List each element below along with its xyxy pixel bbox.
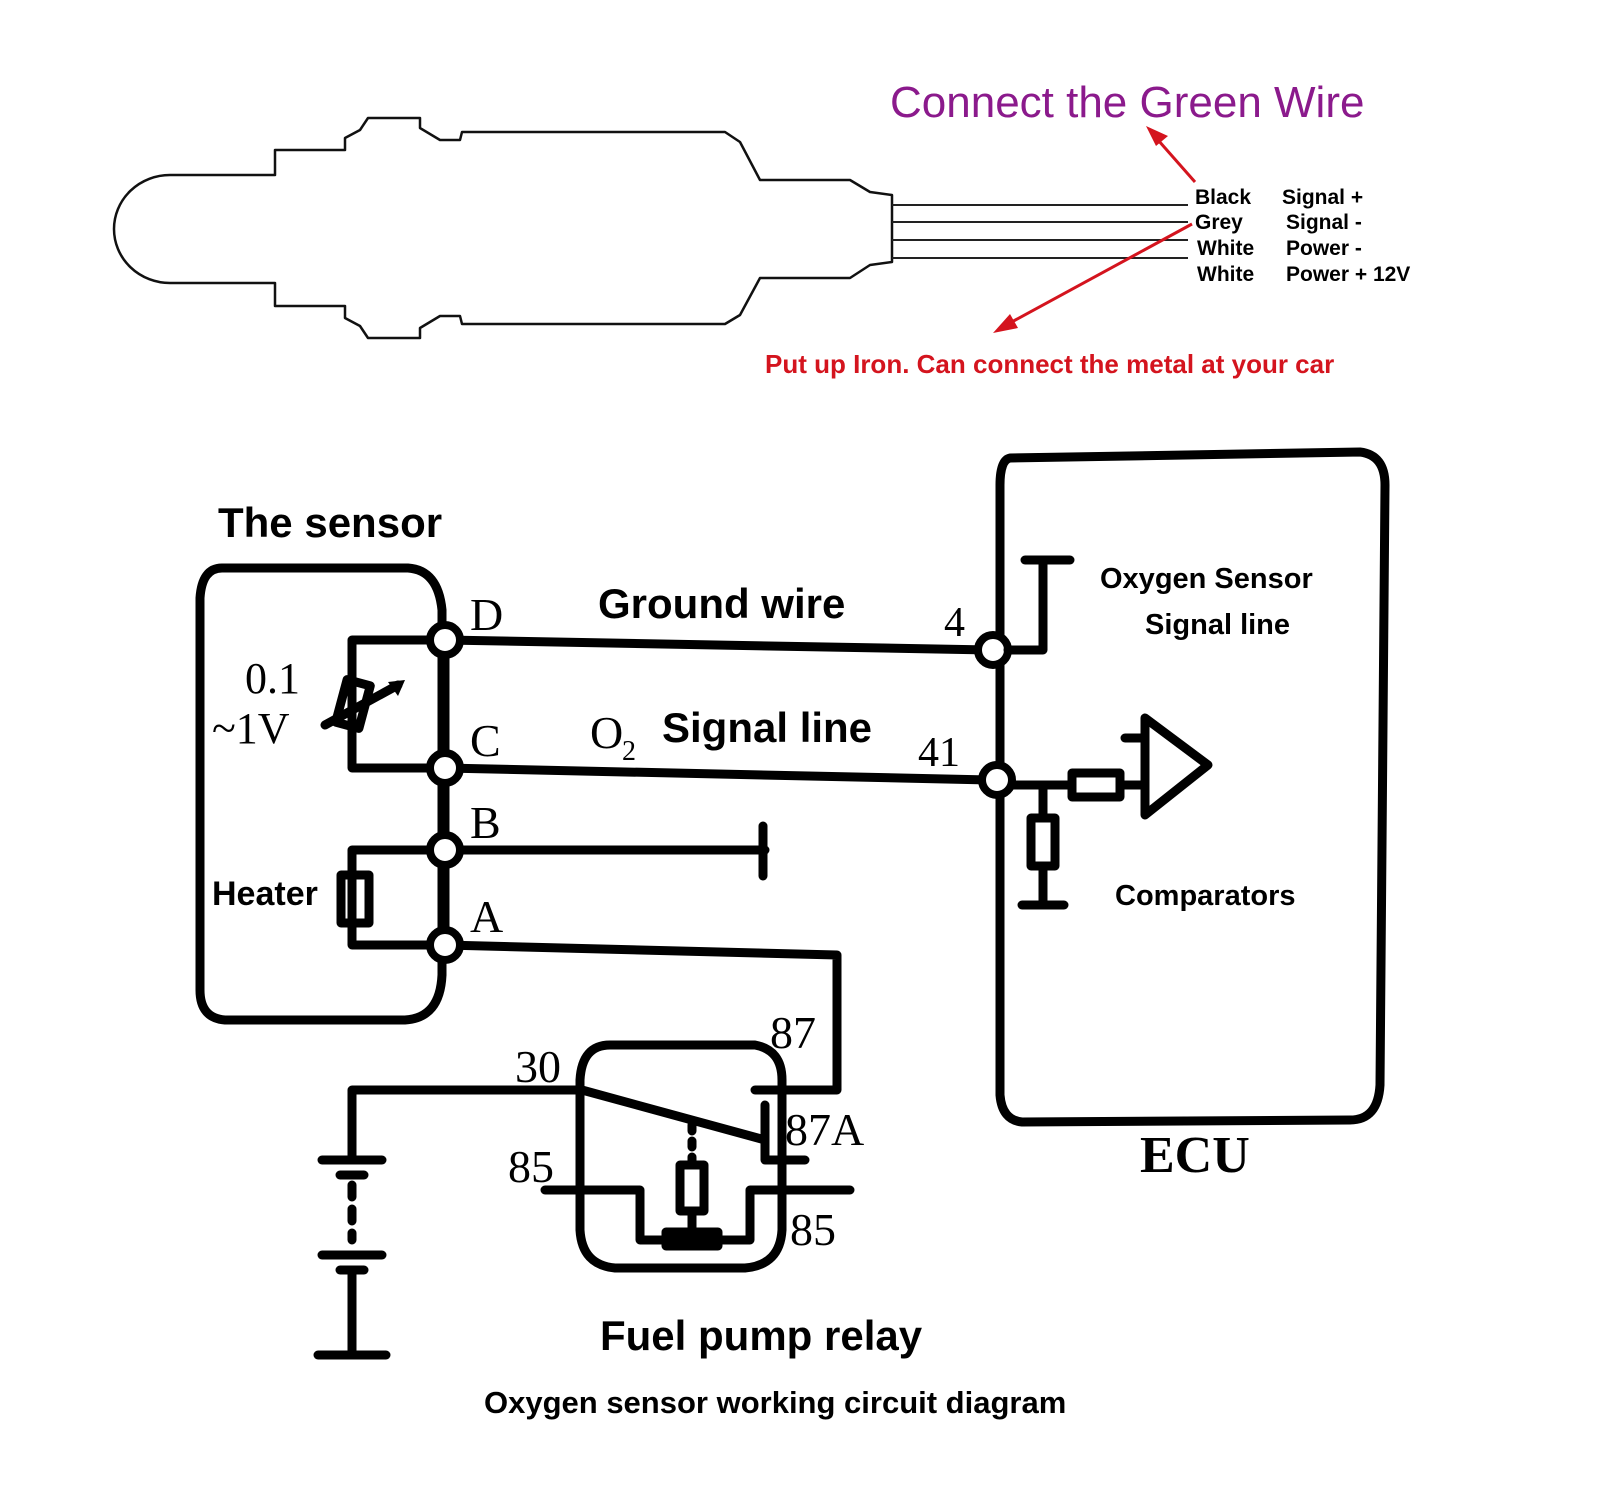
pin-b-label: B [470,797,501,848]
voltage-top-label: 0.1 [245,654,300,703]
ecu-signal-line-2: Signal line [1145,609,1290,641]
relay-box [575,1040,787,1273]
wire-color-white-1: White [1197,237,1254,260]
diagram-caption: Oxygen sensor working circuit diagram [484,1385,1066,1420]
relay-pin-30: 30 [515,1041,561,1092]
ecu-signal-line-1: Oxygen Sensor [1100,563,1313,595]
voltage-bottom-label: ~1V [212,704,290,753]
relay-pin-87: 87 [770,1007,816,1058]
pin-c-node [426,749,464,787]
arrow-head-up-icon [1146,126,1168,146]
ecu-pulldown-resistor [1026,813,1060,871]
ecu-box [995,447,1390,1127]
pin-a-node [426,926,464,964]
sensor-box [195,563,447,1025]
pin-c-label: C [470,715,501,766]
ecu-internal-ground [1003,555,1048,655]
heater-label: Heater [212,875,318,913]
relay-30-wire [347,1085,585,1165]
wire-function-signal-plus: Signal + [1282,186,1363,209]
red-arrows [993,126,1197,333]
battery-icon [313,1155,391,1360]
ground-wire [440,635,995,655]
relay-pin-85-right: 85 [790,1204,836,1255]
relay-pin-87a: 87A [785,1104,864,1155]
pin-a-label: A [470,891,503,942]
relay-switch-arm [577,1085,770,1145]
wire-function-signal-minus: Signal - [1286,211,1362,234]
ecu-pin-41-node [978,761,1016,799]
o2-subscript: 2 [622,736,636,767]
wire-color-grey: Grey [1195,211,1243,234]
wire-color-white-2: White [1197,263,1254,286]
sensing-element-loop [347,635,450,773]
wire-function-power-12v: Power + 12V [1286,263,1410,286]
wire-legend: Black Signal + Grey Signal - White Power… [1195,186,1410,286]
wire-color-black: Black [1195,186,1251,209]
relay-diode [661,1227,723,1251]
relay-label: Fuel pump relay [600,1312,923,1359]
comparator-symbol [1140,713,1213,820]
signal-wire [440,763,995,785]
arrow-head-down-icon [993,314,1018,333]
variable-arrow [320,680,403,730]
heater-element [336,870,374,928]
sensor-label: The sensor [218,499,442,546]
relay-87a-contact [760,1100,810,1165]
signal-line-label: Signal line [662,704,872,751]
wire-function-power-minus: Power - [1286,237,1362,260]
ground-note: Put up Iron. Can connect the metal at yo… [765,349,1334,379]
oxygen-sensor-outline [112,116,894,340]
pin-d-node [426,621,464,659]
pin-b-node [426,831,464,869]
ground-wire-label: Ground wire [598,580,845,627]
heater-loop [347,845,450,950]
a-to-relay-wire [440,940,842,1095]
ecu-pin-41-label: 41 [918,730,960,776]
sensor-leads [892,204,1188,259]
o2-label: O [590,707,623,758]
pin-d-label: D [470,589,503,640]
ecu-label: ECU [1140,1127,1250,1184]
variable-arrow-head-icon [388,680,405,696]
heading-connect-green-wire: Connect the Green Wire [890,78,1364,127]
ecu-series-resistor [1067,768,1125,802]
comparators-label: Comparators [1115,880,1296,912]
relay-pin-85-left: 85 [508,1141,554,1192]
relay-coil [675,1160,709,1216]
ecu-pin-4-label: 4 [944,600,965,646]
